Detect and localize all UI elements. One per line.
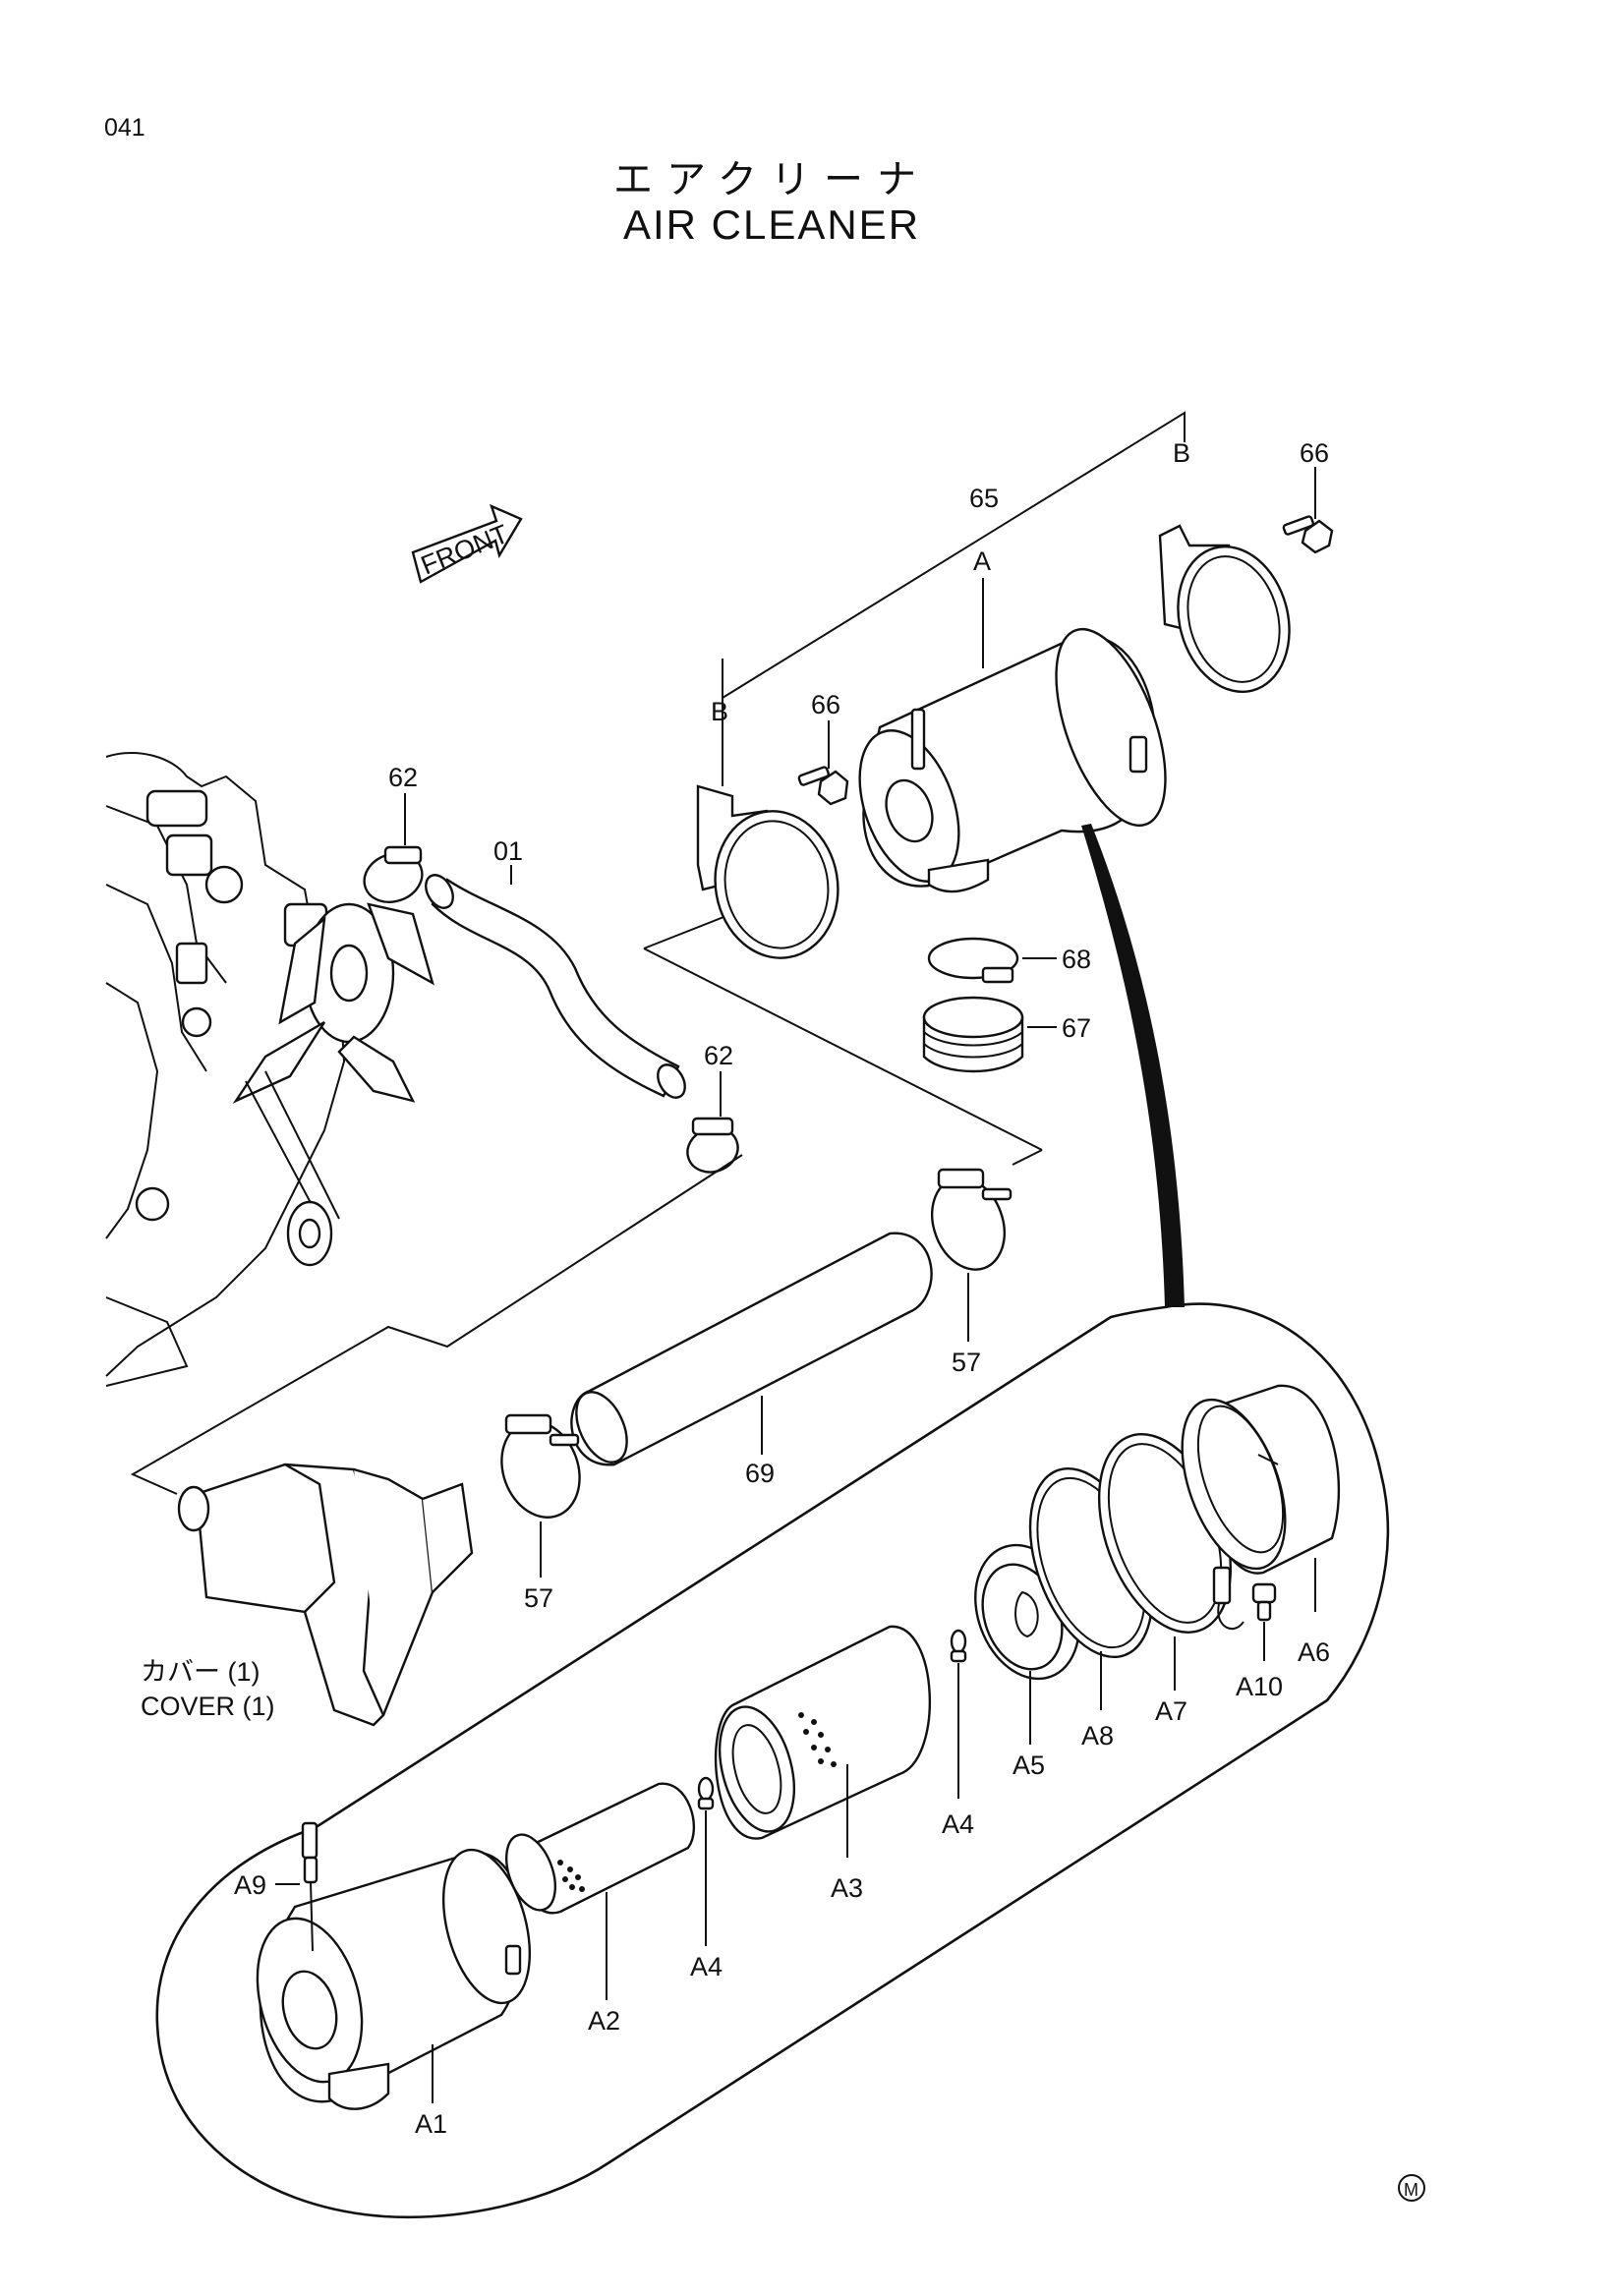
title-japanese: エアクリーナ — [613, 157, 930, 202]
callout-a2: A2 — [588, 2006, 620, 2036]
fan — [232, 902, 434, 1104]
clamp-62-lower — [686, 1117, 739, 1174]
pipe-69 — [570, 1232, 933, 1466]
callout-a10: A10 — [1236, 1672, 1283, 1701]
bolt-66-left — [797, 766, 849, 806]
filter-a2 — [505, 1782, 696, 1915]
valve-a10 — [1251, 1582, 1277, 1622]
callout-a6: A6 — [1298, 1637, 1330, 1667]
clamp-68 — [927, 937, 1019, 984]
callout-01: 01 — [493, 836, 523, 866]
callout-66-left: 66 — [811, 690, 840, 719]
callout-a5: A5 — [1012, 1751, 1045, 1780]
clip-a4-upper — [950, 1629, 967, 1663]
end-cover-a6 — [1181, 1384, 1340, 1575]
callout-62-upper: 62 — [388, 763, 418, 792]
callout-a4-upper: A4 — [942, 1809, 974, 1839]
callout-67: 67 — [1062, 1013, 1091, 1043]
air-cleaner-65 — [858, 627, 1167, 893]
ring-67 — [922, 996, 1024, 1073]
bracket-b-right — [1158, 524, 1291, 694]
callout-57-lower: 57 — [524, 1583, 553, 1613]
cover-label-jp: カバー (1) — [141, 1657, 260, 1687]
m-mark-label: M — [1404, 2180, 1418, 2200]
callout-b-left: B — [711, 697, 728, 726]
clamp-62-upper — [363, 845, 424, 903]
element-a3 — [715, 1625, 931, 1840]
hose-01 — [425, 874, 686, 1099]
engine-block — [105, 752, 434, 1387]
callout-66-right: 66 — [1300, 438, 1329, 468]
callout-62-lower: 62 — [704, 1041, 733, 1070]
callout-a4-lower: A4 — [690, 1952, 723, 1981]
clamp-57-upper — [931, 1168, 1012, 1271]
callout-69: 69 — [745, 1459, 775, 1488]
callout-b-right: B — [1173, 438, 1190, 468]
callout-a: A — [973, 546, 991, 576]
callout-a8: A8 — [1081, 1721, 1114, 1751]
callout-a1: A1 — [415, 2109, 447, 2139]
callout-57-upper: 57 — [952, 1348, 981, 1377]
page-number: 041 — [104, 114, 145, 142]
m-mark-icon: M — [1398, 2174, 1425, 2202]
housing-a1 — [256, 1848, 532, 2110]
callout-68: 68 — [1062, 945, 1091, 974]
clamp-57-lower — [500, 1413, 581, 1519]
bracket-b-left — [696, 784, 839, 959]
title-english: AIR CLEANER — [622, 201, 921, 248]
callout-a9: A9 — [234, 1870, 266, 1900]
exploded-view-outline — [155, 1302, 1390, 2219]
clip-a4-lower — [697, 1776, 715, 1810]
front-label: FRONT — [417, 519, 512, 581]
callout-a7: A7 — [1155, 1696, 1187, 1726]
cover-part — [177, 1463, 474, 1727]
sensor-a9 — [301, 1821, 318, 1952]
cover-label-en: COVER (1) — [141, 1692, 275, 1721]
callout-a3: A3 — [831, 1873, 863, 1903]
callout-65: 65 — [969, 484, 999, 513]
bolt-66-right — [1282, 515, 1334, 554]
detail-pointer — [1081, 824, 1185, 1307]
front-arrow-icon: FRONT — [411, 503, 523, 584]
